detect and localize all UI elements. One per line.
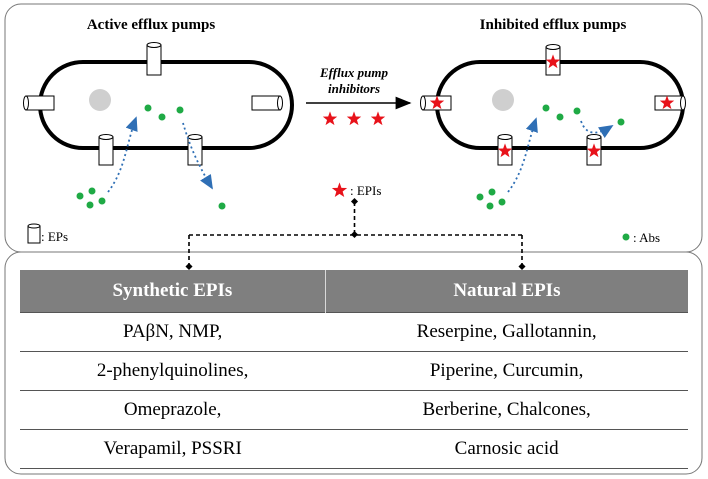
inhibited-pump-icon bbox=[654, 95, 686, 111]
synthetic-cell: PAβN, NMP, bbox=[20, 312, 326, 352]
antibiotic-dot bbox=[573, 107, 581, 115]
active-cell bbox=[23, 42, 294, 210]
antibiotic-dot bbox=[144, 104, 152, 112]
eps-legend: : EPs bbox=[27, 223, 68, 244]
top-panel-frame bbox=[4, 3, 703, 253]
inhibited-pump-icon bbox=[586, 134, 602, 166]
inhibited-cell bbox=[420, 44, 686, 210]
antibiotic-dot bbox=[86, 201, 94, 209]
table-row: 2-phenylquinolines, Piperine, Curcumin, bbox=[20, 351, 688, 391]
antibiotic-dot bbox=[617, 118, 625, 126]
antibiotic-dot bbox=[498, 198, 506, 206]
inhibited-pumps-title: Inhibited efflux pumps bbox=[480, 17, 627, 33]
efflux-arrow bbox=[182, 122, 213, 190]
nucleoid bbox=[492, 89, 514, 111]
epi-table: Synthetic EPIs Natural EPIs PAβN, NMP, R… bbox=[20, 270, 688, 469]
bottom-panel-frame bbox=[4, 251, 703, 475]
inhibited-pump-icon bbox=[497, 134, 513, 166]
influx-arrow bbox=[507, 117, 538, 193]
efflux-pump-icon bbox=[146, 42, 162, 76]
antibiotic-dot bbox=[542, 104, 550, 112]
natural-cell: Carnosic acid bbox=[325, 429, 688, 469]
epis-legend-label: : EPIs bbox=[350, 183, 381, 198]
arrow-label-line2: inhibitors bbox=[328, 81, 380, 96]
antibiotic-dot bbox=[622, 233, 630, 241]
nucleoid bbox=[89, 89, 111, 111]
antibiotic-dot bbox=[488, 188, 496, 196]
epi-star-icon bbox=[346, 111, 362, 126]
abs-legend: : Abs bbox=[622, 230, 660, 245]
eps-legend-label: : EPs bbox=[41, 229, 68, 244]
header-synthetic-epis: Synthetic EPIs bbox=[20, 270, 326, 313]
table-row: PAβN, NMP, Reserpine, Gallotannin, bbox=[20, 312, 688, 352]
efflux-pump-icon bbox=[27, 225, 41, 244]
arrow-label-line1: Efflux pump bbox=[319, 65, 389, 80]
antibiotic-dot bbox=[486, 202, 494, 210]
influx-arrow bbox=[107, 116, 138, 193]
abs-legend-label: : Abs bbox=[633, 230, 660, 245]
antibiotic-dot bbox=[476, 193, 484, 201]
inhibited-pump-icon bbox=[420, 95, 452, 111]
table-row: Verapamil, PSSRI Carnosic acid bbox=[20, 429, 688, 469]
antibiotic-dot bbox=[176, 106, 184, 114]
inhibited-pump-icon bbox=[545, 44, 561, 76]
epi-star-icon bbox=[322, 111, 338, 126]
antibiotic-dot bbox=[158, 113, 166, 121]
natural-cell: Berberine, Chalcones, bbox=[325, 390, 688, 430]
header-natural-epis: Natural EPIs bbox=[325, 270, 688, 313]
blocked-efflux-arrow bbox=[580, 120, 614, 139]
epi-star-icon bbox=[331, 182, 348, 198]
efflux-pump-icon bbox=[251, 95, 283, 111]
synthetic-cell: Omeprazole, bbox=[20, 390, 326, 430]
antibiotic-dot bbox=[556, 113, 564, 121]
antibiotic-dot bbox=[88, 187, 96, 195]
natural-cell: Reserpine, Gallotannin, bbox=[325, 312, 688, 352]
efflux-pump-icon bbox=[98, 134, 114, 166]
category-connector bbox=[185, 197, 526, 271]
efflux-pump-icon bbox=[187, 134, 203, 166]
epi-star-icon bbox=[370, 111, 386, 126]
synthetic-cell: Verapamil, PSSRI bbox=[20, 429, 326, 469]
efflux-pump-icon bbox=[23, 95, 55, 111]
antibiotic-dot bbox=[218, 202, 226, 210]
antibiotic-dot bbox=[76, 192, 84, 200]
table-header-row: Synthetic EPIs Natural EPIs bbox=[20, 270, 688, 313]
natural-cell: Piperine, Curcumin, bbox=[325, 351, 688, 391]
epis-legend: : EPIs bbox=[331, 182, 381, 198]
active-pumps-title: Active efflux pumps bbox=[87, 17, 215, 33]
table-row: Omeprazole, Berberine, Chalcones, bbox=[20, 390, 688, 430]
synthetic-cell: 2-phenylquinolines, bbox=[20, 351, 326, 391]
antibiotic-dot bbox=[98, 197, 106, 205]
